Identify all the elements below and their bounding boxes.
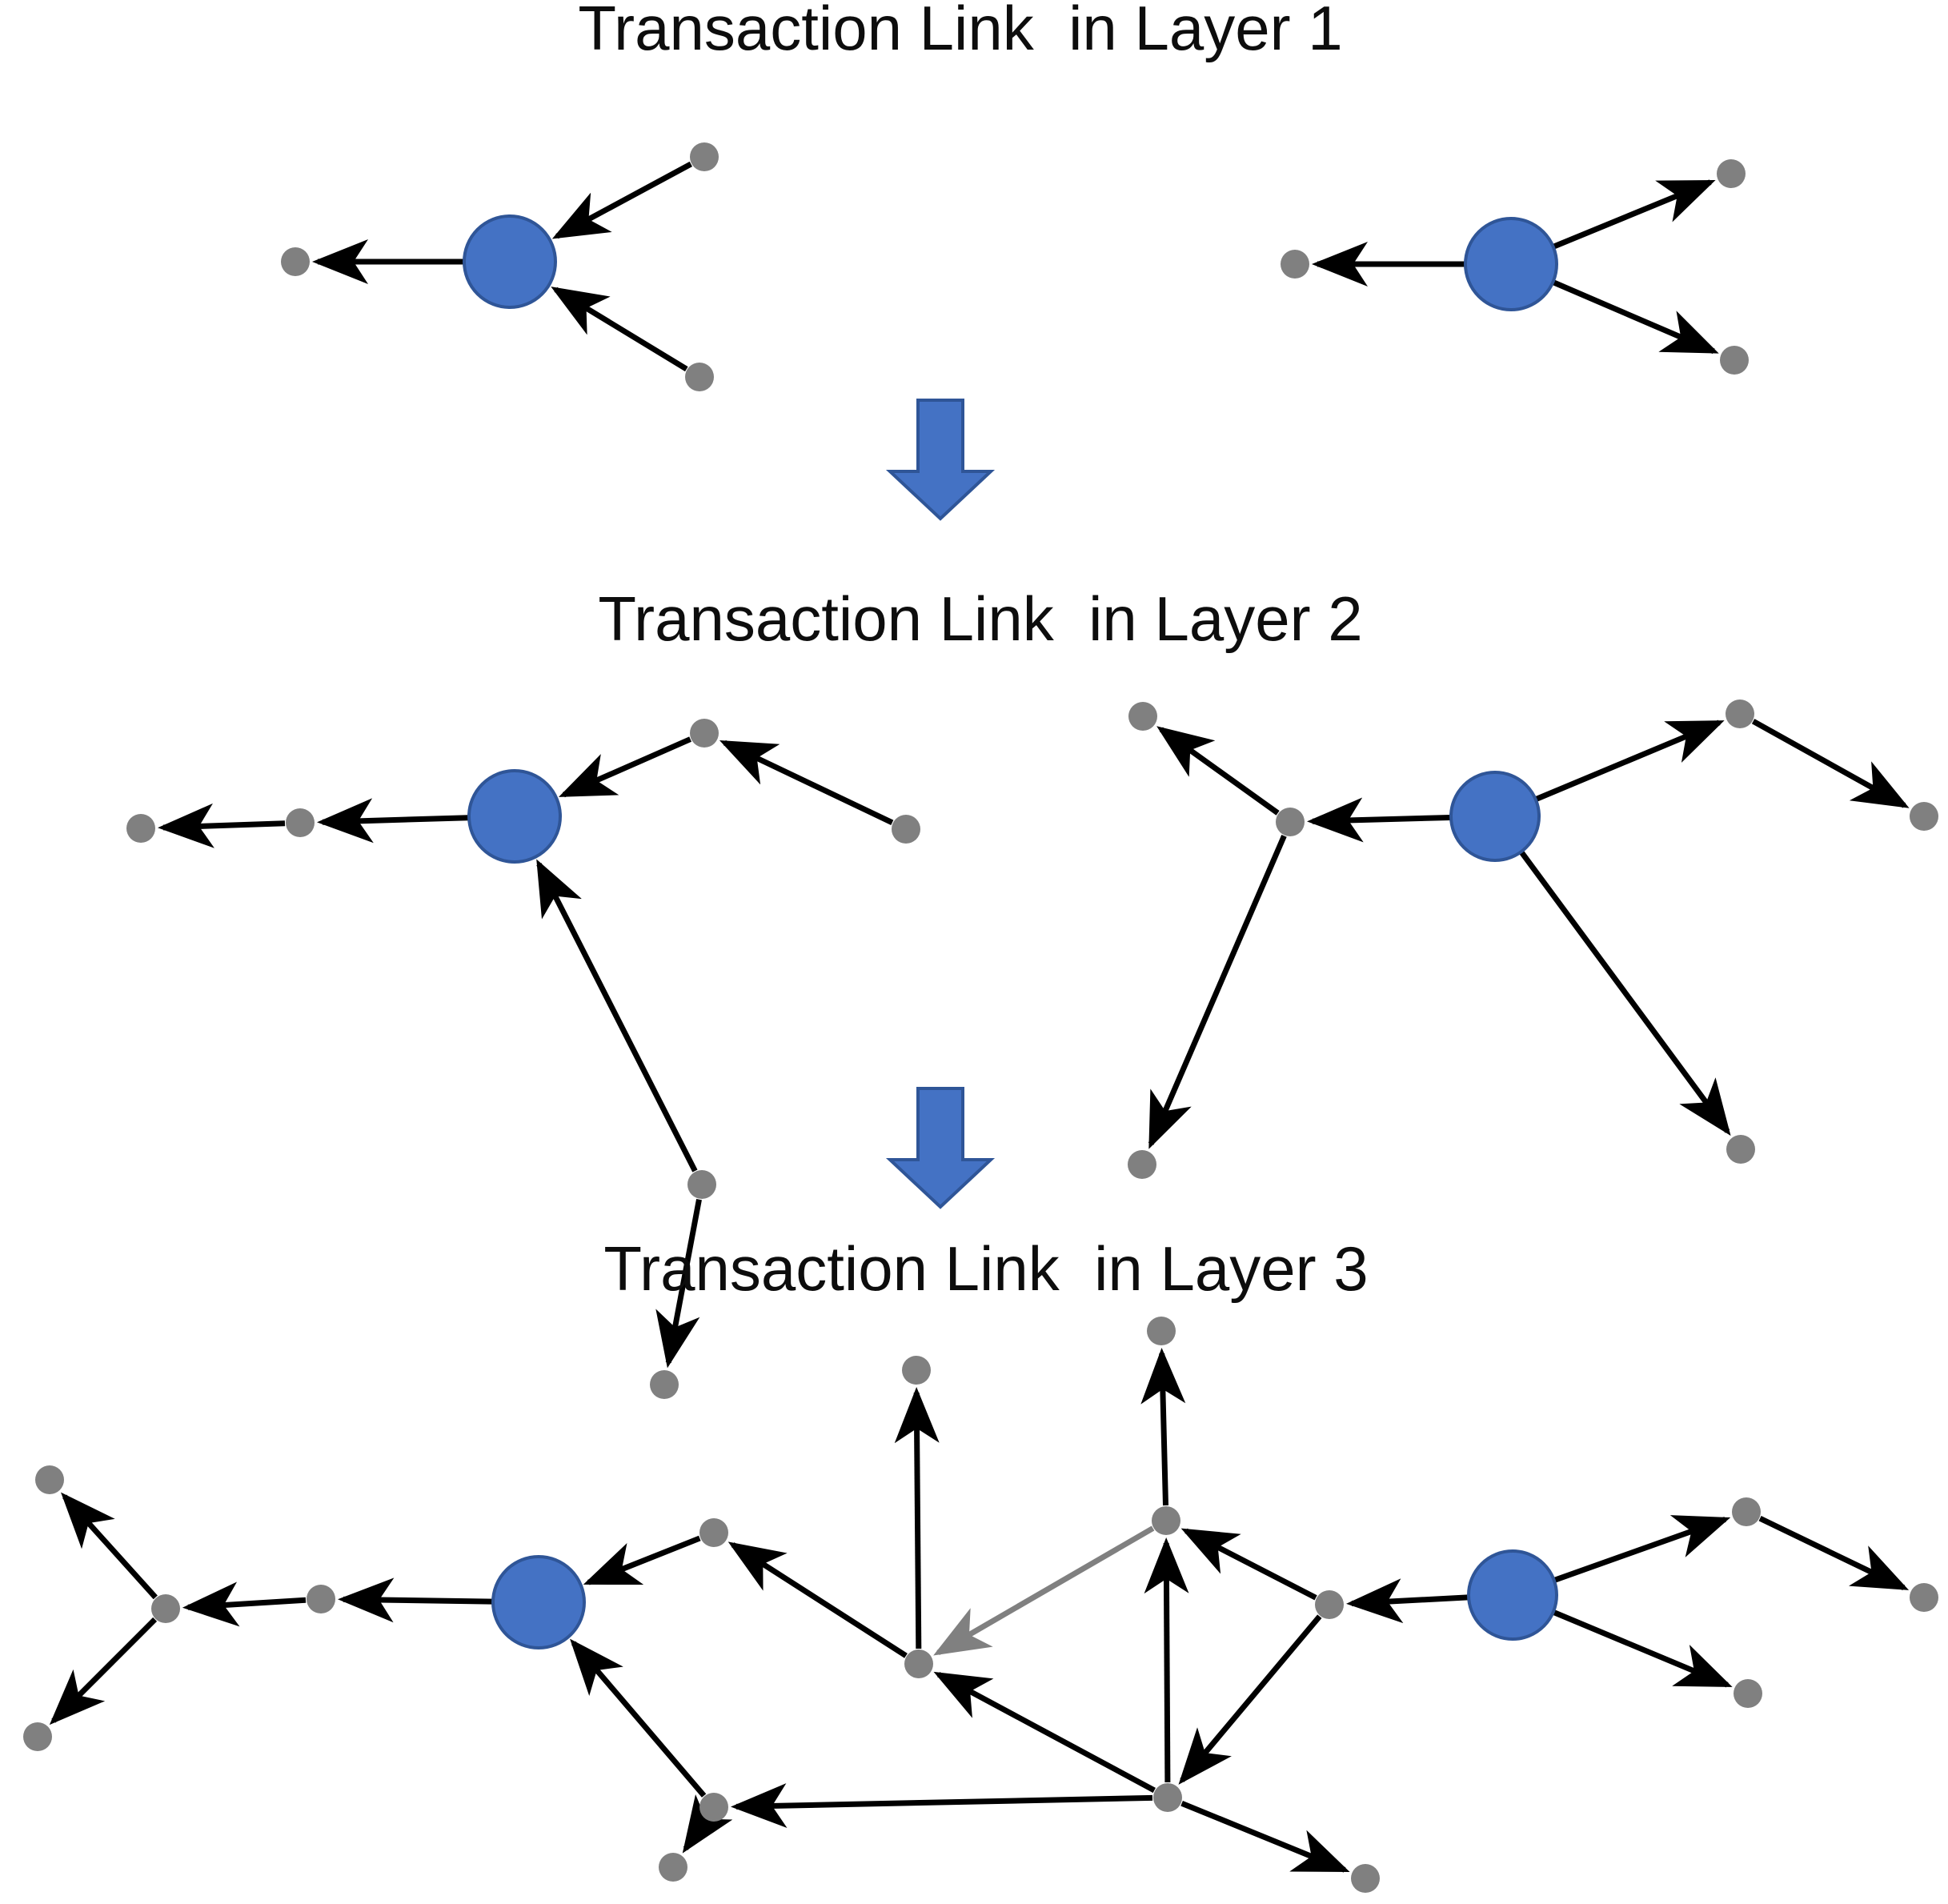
transaction-edge [49, 1617, 158, 1726]
account-node[interactable] [1726, 1135, 1755, 1164]
transaction-edge [1553, 1515, 1731, 1583]
layer-3-group: Transaction Link in Layer 3 [23, 1233, 1938, 1893]
account-node[interactable] [1276, 808, 1305, 836]
layer-1-title: Transaction Link in Layer 1 [578, 0, 1342, 63]
transaction-edge [894, 1387, 940, 1649]
account-node[interactable] [1152, 1506, 1180, 1535]
transaction-edge [558, 736, 692, 798]
transaction-edge [1519, 851, 1731, 1136]
account-node[interactable] [1720, 346, 1749, 375]
account-node[interactable] [904, 1649, 933, 1678]
transaction-edge [731, 1783, 1153, 1829]
account-node[interactable] [902, 1356, 931, 1385]
flow-arrow-2to3-group [885, 1087, 996, 1209]
account-node[interactable] [1726, 699, 1754, 728]
transaction-edge [338, 1577, 493, 1623]
account-node[interactable] [1732, 1497, 1761, 1526]
account-node[interactable] [659, 1853, 687, 1882]
transaction-edge [1535, 720, 1725, 802]
transaction-edge [1180, 1528, 1317, 1601]
layer-2-edges [158, 719, 1910, 1369]
account-node[interactable] [1128, 702, 1157, 731]
transaction-edge [719, 740, 894, 825]
account-node[interactable] [699, 1793, 728, 1822]
layer-1-edges [312, 161, 1719, 372]
account-node[interactable] [690, 719, 719, 748]
layer-2-title: Transaction Link in Layer 2 [598, 583, 1362, 654]
transaction-edge [182, 1581, 307, 1627]
account-node[interactable] [281, 247, 310, 276]
transaction-edge [727, 1541, 908, 1658]
layer-3-nodes [23, 1317, 1938, 1893]
transaction-edge [655, 1199, 702, 1369]
transaction-edge [1751, 719, 1910, 808]
transaction-edge [536, 859, 698, 1172]
layer-1-nodes [281, 142, 1749, 391]
hub-node[interactable] [1449, 771, 1541, 862]
account-node[interactable] [687, 1170, 716, 1199]
transaction-edge [1553, 1609, 1733, 1688]
transaction-edge [1553, 179, 1716, 250]
account-node[interactable] [690, 142, 719, 171]
transaction-edge [570, 1638, 707, 1798]
account-node[interactable] [1734, 1679, 1762, 1708]
hub-node[interactable] [1467, 1549, 1558, 1641]
account-node[interactable] [126, 814, 155, 843]
account-node[interactable] [892, 815, 920, 844]
hub-node[interactable] [467, 769, 562, 864]
account-node[interactable] [23, 1722, 52, 1751]
layer-3-edges [49, 1348, 1910, 1873]
transaction-edge [583, 1535, 701, 1585]
account-node[interactable] [151, 1594, 180, 1623]
transaction-edge [61, 1492, 158, 1600]
transaction-edge [1758, 1516, 1910, 1590]
layer-2-group: Transaction Link in Layer 2 [126, 583, 1938, 1399]
account-node[interactable] [307, 1585, 335, 1613]
account-node[interactable] [1315, 1590, 1344, 1619]
down-arrow-icon [885, 399, 996, 521]
account-node[interactable] [1351, 1864, 1380, 1893]
down-arrow-icon [885, 1087, 996, 1209]
account-node[interactable] [1281, 250, 1309, 279]
layer-2-nodes [126, 699, 1938, 1399]
transaction-edge [317, 798, 469, 844]
transaction-edge [551, 161, 692, 239]
account-node[interactable] [699, 1518, 728, 1547]
transaction-edge [1180, 1800, 1350, 1873]
account-node[interactable] [286, 808, 315, 837]
hub-node[interactable] [1464, 217, 1558, 311]
transaction-edge [551, 287, 688, 372]
account-node[interactable] [35, 1465, 64, 1494]
transaction-edge [1148, 835, 1287, 1149]
transaction-edge [1156, 726, 1280, 816]
transaction-edge [933, 1525, 1155, 1656]
transaction-edge [1140, 1348, 1186, 1506]
layer-3-title: Transaction Link in Layer 3 [603, 1233, 1368, 1304]
account-node[interactable] [1717, 159, 1746, 188]
layer-1-group: Transaction Link in Layer 1 [281, 0, 1749, 391]
account-node[interactable] [685, 363, 714, 391]
transaction-edge [1178, 1614, 1322, 1785]
account-node[interactable] [1128, 1150, 1156, 1179]
account-node[interactable] [1910, 802, 1938, 831]
hub-node[interactable] [491, 1555, 586, 1649]
account-node[interactable] [1910, 1583, 1938, 1612]
flow-arrow-1to2-group [885, 399, 996, 521]
transaction-edge [1552, 279, 1719, 355]
transaction-edge [682, 1794, 733, 1854]
account-node[interactable] [1153, 1783, 1182, 1812]
account-node[interactable] [1147, 1317, 1176, 1345]
transaction-edge [1307, 797, 1451, 843]
hub-node[interactable] [463, 214, 557, 309]
transaction-edge [933, 1671, 1156, 1794]
transaction-edge [1346, 1578, 1469, 1624]
account-node[interactable] [650, 1370, 679, 1399]
transaction-edge [158, 803, 286, 848]
transaction-edge [1144, 1537, 1189, 1783]
